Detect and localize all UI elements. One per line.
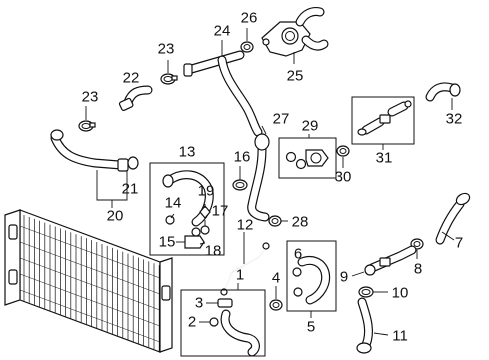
radiator xyxy=(4,209,173,353)
hose-32 xyxy=(425,82,461,102)
callout-27: 27 xyxy=(272,110,290,128)
callout-30: 30 xyxy=(334,168,352,186)
box-5 xyxy=(286,240,337,312)
hose-20 xyxy=(50,129,129,172)
callout-29: 29 xyxy=(301,117,319,135)
hose-5 xyxy=(292,255,331,305)
callout-1: 1 xyxy=(235,266,245,284)
callout-15: 15 xyxy=(158,233,176,251)
callout-19: 19 xyxy=(197,182,215,200)
hose-31 xyxy=(357,100,412,136)
clamp-4 xyxy=(269,299,283,311)
callout-14: 14 xyxy=(164,194,182,212)
hose-27 xyxy=(247,133,270,222)
pipe-12 xyxy=(220,242,270,296)
callout-8: 8 xyxy=(413,260,423,278)
pipe-24 xyxy=(183,50,263,137)
callout-9: 9 xyxy=(339,268,349,286)
box-29 xyxy=(278,137,337,179)
callout-7: 7 xyxy=(454,234,464,252)
callout-5: 5 xyxy=(306,318,316,336)
box-13 xyxy=(149,162,225,256)
callout-11: 11 xyxy=(392,327,408,345)
clamp-10 xyxy=(358,286,374,298)
fitting-9 xyxy=(364,245,417,276)
clamp-30 xyxy=(336,145,350,157)
callout-22: 22 xyxy=(122,69,140,87)
radiator-fins xyxy=(19,214,161,352)
callout-26: 26 xyxy=(240,9,258,27)
box-1 xyxy=(180,289,266,357)
callout-21: 21 xyxy=(121,180,139,198)
clamp-26 xyxy=(240,41,254,53)
callout-25: 25 xyxy=(286,67,304,85)
callout-32: 32 xyxy=(445,110,463,128)
callout-6: 6 xyxy=(293,245,303,263)
callout-10: 10 xyxy=(391,284,409,302)
clamp-28 xyxy=(268,215,282,227)
hose-7 xyxy=(435,192,471,245)
callout-24: 24 xyxy=(213,22,231,40)
callout-16: 16 xyxy=(233,148,251,166)
o-ring-21 xyxy=(127,156,139,170)
callout-17: 17 xyxy=(211,202,229,220)
hose-22 xyxy=(118,85,153,112)
callout-13: 13 xyxy=(178,143,196,161)
callout-28: 28 xyxy=(291,213,309,231)
hose-11 xyxy=(356,297,373,354)
callout-3: 3 xyxy=(194,294,204,312)
callout-20: 20 xyxy=(106,207,124,225)
housing-25 xyxy=(261,7,329,57)
clamp-23-top xyxy=(160,73,178,85)
callout-4: 4 xyxy=(271,269,281,287)
callout-23-top: 23 xyxy=(157,40,175,58)
fitting-29 xyxy=(285,149,329,170)
clamp-23-left xyxy=(78,120,96,132)
clamp-16 xyxy=(232,179,248,191)
callout-31: 31 xyxy=(375,149,393,167)
callout-23-left: 23 xyxy=(81,88,99,106)
hose-1 xyxy=(209,298,260,357)
callout-2: 2 xyxy=(187,313,197,331)
callout-18: 18 xyxy=(204,242,222,260)
callout-12: 12 xyxy=(236,216,254,234)
